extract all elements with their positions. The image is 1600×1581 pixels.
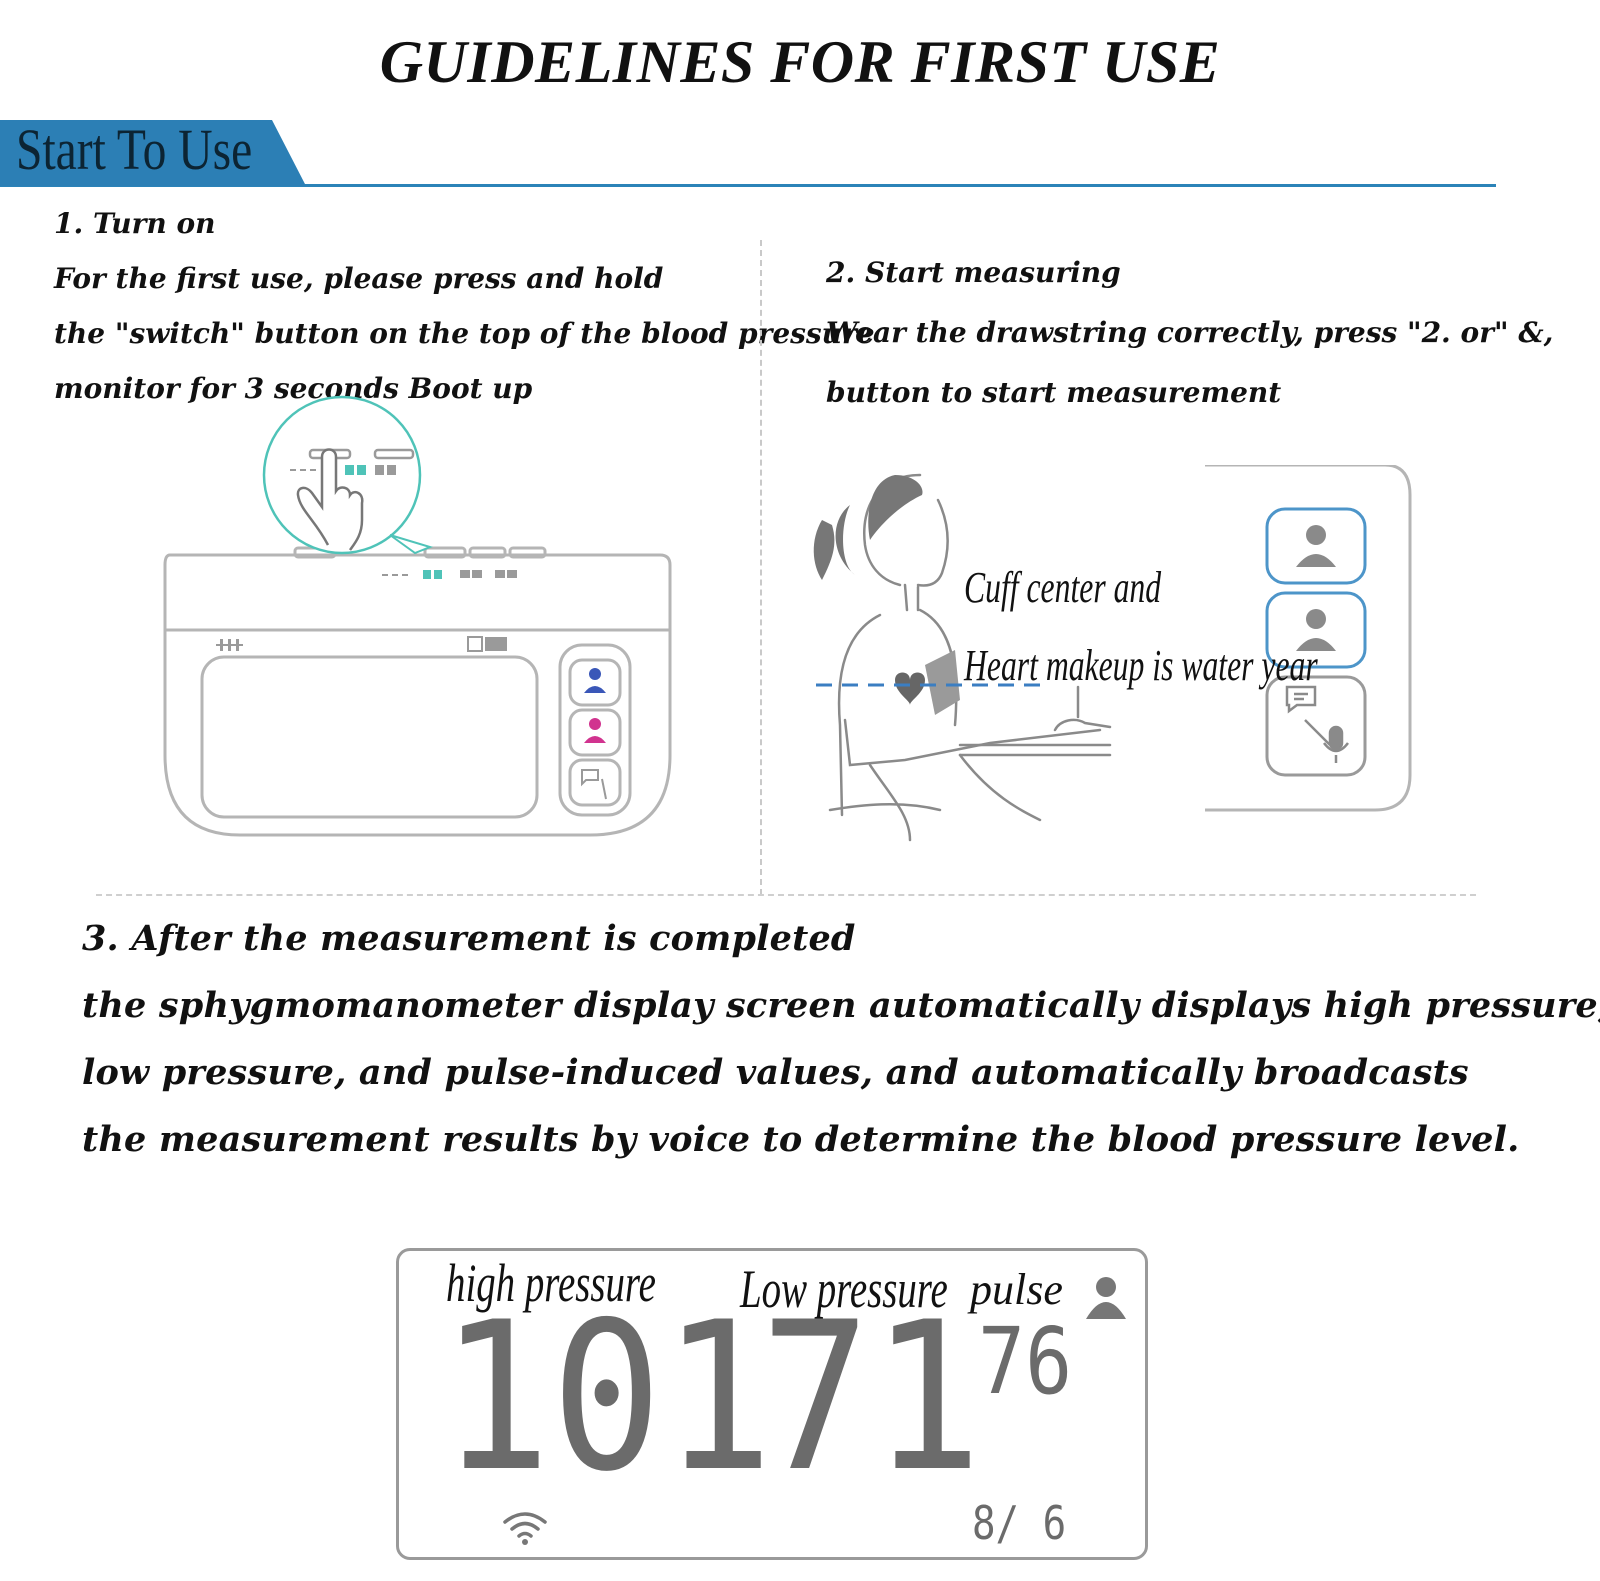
figure-label-2: Heart makeup is water year <box>964 641 1318 690</box>
user-1-icon <box>584 668 606 693</box>
monitor-device-illustration <box>163 395 672 837</box>
pulse-label: pulse <box>970 1265 1063 1314</box>
low-pressure-value: 71 <box>760 1279 983 1517</box>
heart-icon <box>895 672 925 705</box>
step1-line-1: For the first use, please press and hold <box>54 262 664 295</box>
step3-line-3: the measurement results by voice to dete… <box>82 1119 1520 1160</box>
row-divider <box>96 894 1476 896</box>
low-pressure-label: Low pressure <box>740 1259 948 1319</box>
voice-message-icon <box>1285 685 1349 763</box>
user-2-icon <box>584 718 606 743</box>
step2-line-2: button to start measurement <box>826 376 1282 409</box>
high-pressure-value: 101 <box>440 1279 774 1517</box>
section-divider <box>0 184 1496 187</box>
step3-block: 3. After the measurement is completed th… <box>82 905 1600 1173</box>
section-banner-title: Start To Use <box>16 117 253 182</box>
measuring-posture-illustration <box>810 465 1412 842</box>
step1-line-2: the "switch" button on the top of the bl… <box>54 317 875 350</box>
step2-heading: 2. Start measuring <box>826 256 1121 289</box>
high-pressure-label: high pressure <box>446 1253 656 1313</box>
step3-heading: 3. After the measurement is completed <box>82 918 856 959</box>
lcd-display <box>396 1248 1148 1560</box>
step1-heading: 1. Turn on <box>54 207 216 240</box>
page-title: GUIDELINES FOR FIRST USE <box>379 29 1221 95</box>
voice-message-icon <box>581 769 607 800</box>
step2-line-1: Wear the drawstring correctly, press "2.… <box>826 316 1554 349</box>
step1-block: 1. Turn on For the first use, please pre… <box>54 196 875 416</box>
user-icon <box>1086 1277 1126 1319</box>
step3-line-1: the sphygmomanometer display screen auto… <box>82 985 1600 1026</box>
step1-line-3: monitor for 3 seconds Boot up <box>54 372 533 405</box>
step2-block: 2. Start measuring Wear the drawstring c… <box>826 243 1553 423</box>
pulse-value: 76 <box>978 1308 1073 1415</box>
section-banner <box>0 120 306 186</box>
finger-press-icon <box>296 448 364 551</box>
wifi-icon <box>503 1512 547 1545</box>
magnifier-circle <box>262 395 422 555</box>
figure-label-1: Cuff center and <box>964 563 1162 612</box>
date-display: 8/ 6 <box>972 1496 1067 1550</box>
user-1-icon <box>1296 525 1336 567</box>
step3-line-2: low pressure, and pulse-induced values, … <box>82 1052 1469 1093</box>
column-divider <box>760 240 762 895</box>
user-2-icon <box>1296 609 1336 651</box>
